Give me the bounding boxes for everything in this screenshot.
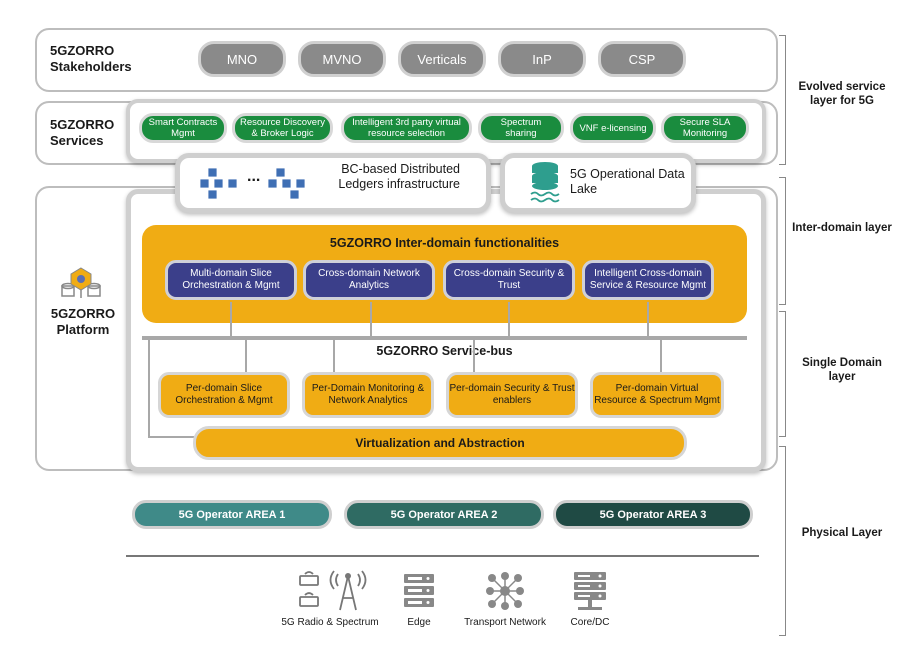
layer-brace-physical [779, 446, 786, 636]
blockchain-icon [199, 167, 306, 200]
layer-label-physical: Physical Layer [801, 527, 883, 539]
service-sla-monitoring: Secure SLA Monitoring [661, 113, 749, 143]
datacenter-icon [574, 572, 606, 610]
operator-area-2: 5G Operator AREA 2 [344, 500, 544, 529]
physical-label-edge: Edge [407, 617, 431, 628]
interdomain-slice-orchestration: Multi-domain Slice Orchestration & Mgmt [165, 260, 297, 300]
stakeholder-verticals: Verticals [398, 41, 486, 77]
ledger-text: BC-based Distributed Ledgers infrastruct… [338, 162, 460, 191]
interdomain-title: 5GZORRO Inter-domain functionalities [329, 236, 560, 250]
stakeholder-mvno: MVNO [298, 41, 386, 77]
connector-line [148, 436, 198, 438]
perdomain-slice-orchestration: Per-domain Slice Orchestration & Mgmt [158, 372, 290, 418]
stakeholders-label: 5GZORRO Stakeholders [50, 43, 132, 74]
operator-area-1: 5G Operator AREA 1 [132, 500, 332, 529]
platform-icon [61, 267, 101, 298]
interdomain-service-resource-mgmt: Intelligent Cross-domain Service & Resou… [582, 260, 714, 300]
service-intelligent-selection: Intelligent 3rd party virtual resource s… [341, 113, 472, 143]
layer-label-singledomain: Single Domain layer [802, 357, 882, 383]
connector-line [508, 302, 510, 338]
perdomain-virtual-resource-spectrum: Per-domain Virtual Resource & Spectrum M… [590, 372, 724, 418]
service-spectrum-sharing: Spectrum sharing [478, 113, 564, 143]
service-smart-contracts: Smart Contracts Mgmt [139, 113, 227, 143]
physical-label-radio: 5G Radio & Spectrum [281, 617, 379, 628]
virtualization-bar: Virtualization and Abstraction [193, 426, 687, 460]
interdomain-network-analytics: Cross-domain Network Analytics [303, 260, 435, 300]
layer-brace-interdomain [779, 177, 786, 305]
perdomain-monitoring-analytics: Per-Domain Monitoring & Network Analytic… [302, 372, 434, 418]
datalake-text: 5G Operational Data Lake [570, 167, 685, 196]
operator-area-3: 5G Operator AREA 3 [553, 500, 753, 529]
platform-label: 5GZORRO Platform [50, 306, 116, 337]
interdomain-security-trust: Cross-domain Security & Trust [443, 260, 575, 300]
physical-label-transport: Transport Network [464, 617, 546, 628]
perdomain-security-trust: Per-domain Security & Trust enablers [446, 372, 578, 418]
stakeholder-inp: InP [498, 41, 586, 77]
connector-line [660, 340, 662, 372]
connector-line [473, 340, 475, 372]
layer-label-interdomain: Inter-domain layer [792, 222, 892, 234]
connector-line [245, 340, 247, 372]
physical-label-core: Core/DC [570, 617, 610, 628]
service-vnf-licensing: VNF e-licensing [570, 113, 656, 143]
connector-line [370, 302, 372, 338]
connector-line [647, 302, 649, 338]
service-resource-discovery: Resource Discovery & Broker Logic [232, 113, 333, 143]
layer-label-evolved: Evolved service layer for 5G [798, 81, 886, 107]
network-mesh-icon [486, 572, 524, 610]
service-bus-line [142, 336, 747, 340]
connector-line [333, 340, 335, 372]
service-bus-title: 5GZORRO Service-bus [376, 344, 513, 358]
ledger-dots: ... [247, 168, 261, 185]
radio-antenna-icon [299, 570, 367, 611]
services-label: 5GZORRO Services [50, 117, 115, 148]
stakeholder-csp: CSP [598, 41, 686, 77]
layer-brace-singledomain [779, 311, 786, 437]
connector-line [148, 338, 150, 438]
connector-line [230, 302, 232, 338]
stakeholder-mno: MNO [198, 41, 286, 77]
database-icon [530, 162, 560, 203]
edge-server-icon [404, 574, 434, 607]
layer-brace-evolved [779, 35, 786, 165]
physical-divider [126, 555, 759, 557]
